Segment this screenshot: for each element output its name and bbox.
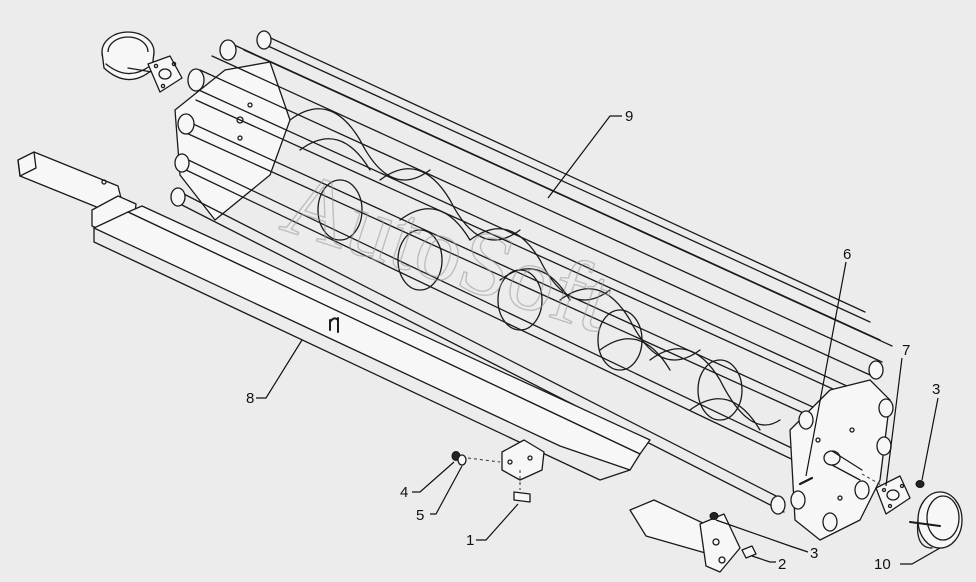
callout-10: 10 <box>874 556 891 573</box>
nut-and-bolt-beam-end <box>709 512 757 559</box>
callout-6: 6 <box>843 246 851 263</box>
nut-right <box>915 480 925 488</box>
bearing-housing-top <box>101 31 183 93</box>
frame-beam <box>17 151 741 573</box>
cage-roller <box>170 30 894 541</box>
callout-2: 2 <box>778 556 786 573</box>
cover-ring <box>909 491 963 549</box>
callout-9: 9 <box>625 108 633 125</box>
nut-and-washer <box>451 451 501 466</box>
callout-8: 8 <box>246 390 254 407</box>
leader-lines <box>256 115 941 565</box>
callout-5: 5 <box>416 507 424 524</box>
callout-1: 1 <box>466 532 474 549</box>
callout-3-right: 3 <box>932 381 940 398</box>
callout-4: 4 <box>400 484 408 501</box>
bolt <box>513 470 531 503</box>
bearing-flange <box>861 473 911 515</box>
callout-3-bottom: 3 <box>810 545 818 562</box>
spring-pin <box>798 476 814 486</box>
callout-labels: 9 6 7 3 10 8 4 5 1 2 3 <box>246 108 940 573</box>
callout-7: 7 <box>902 342 910 359</box>
